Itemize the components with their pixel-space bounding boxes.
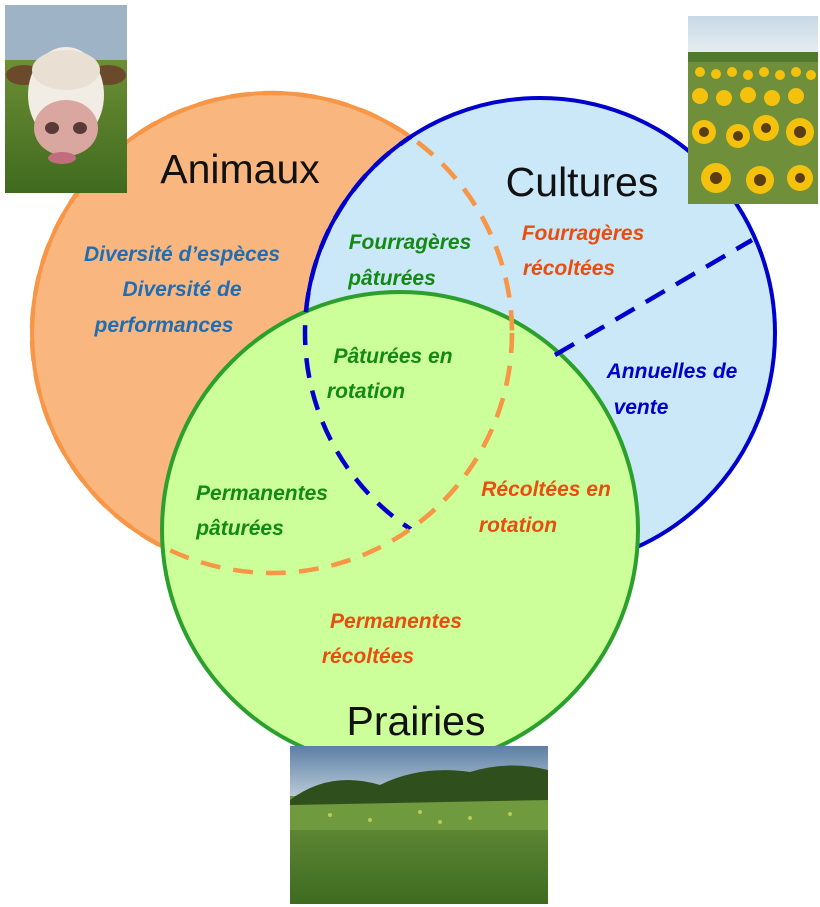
label-permanentes-recoltees: Permanentes récoltées [322,610,462,668]
label-line: Permanentes [330,610,462,633]
label-recoltees-en-rotation: Récoltées en rotation [479,478,611,537]
label-line: performances [94,314,234,337]
label-line: rotation [327,380,405,403]
label-line: récoltées [523,257,615,280]
label-fourrageres-recoltees: Fourragères récoltées [522,222,645,280]
label-line: Diversité de [122,278,241,301]
label-line: Annuelles de [606,360,738,383]
cultures-dashed-boundary [302,95,512,571]
label-line: pâturées [195,517,284,540]
set-title-cultures: Cultures [506,159,659,205]
label-line: Diversité d’espèces [84,243,280,266]
meadow-photo [290,746,548,904]
label-line: Pâturées en [333,345,452,368]
label-line: Fourragères [522,222,645,245]
label-paturees-en-rotation: Pâturées en rotation [327,345,453,403]
label-line: Récoltées en [481,478,611,501]
label-annuelles-de-vente: Annuelles de vente [606,360,738,419]
label-fourrageres-paturees: Fourragères pâturées [347,231,471,290]
label-line: Fourragères [349,231,472,254]
label-line: rotation [479,514,557,537]
animaux-lower-dashed-boundary [29,90,515,576]
annuelles-divider-line [553,238,754,357]
sunflower-field-photo [688,16,818,204]
label-line: Permanentes [196,482,328,505]
label-line: vente [614,396,669,419]
label-permanentes-paturees: Permanentes pâturées [195,482,328,540]
label-line: pâturées [347,267,436,290]
set-title-prairies: Prairies [347,698,486,744]
cow-photo [5,5,127,193]
label-line: récoltées [322,645,414,668]
label-animaux-only: Diversité d’espèces Diversité de perform… [84,243,280,337]
set-title-animaux: Animaux [160,146,320,192]
